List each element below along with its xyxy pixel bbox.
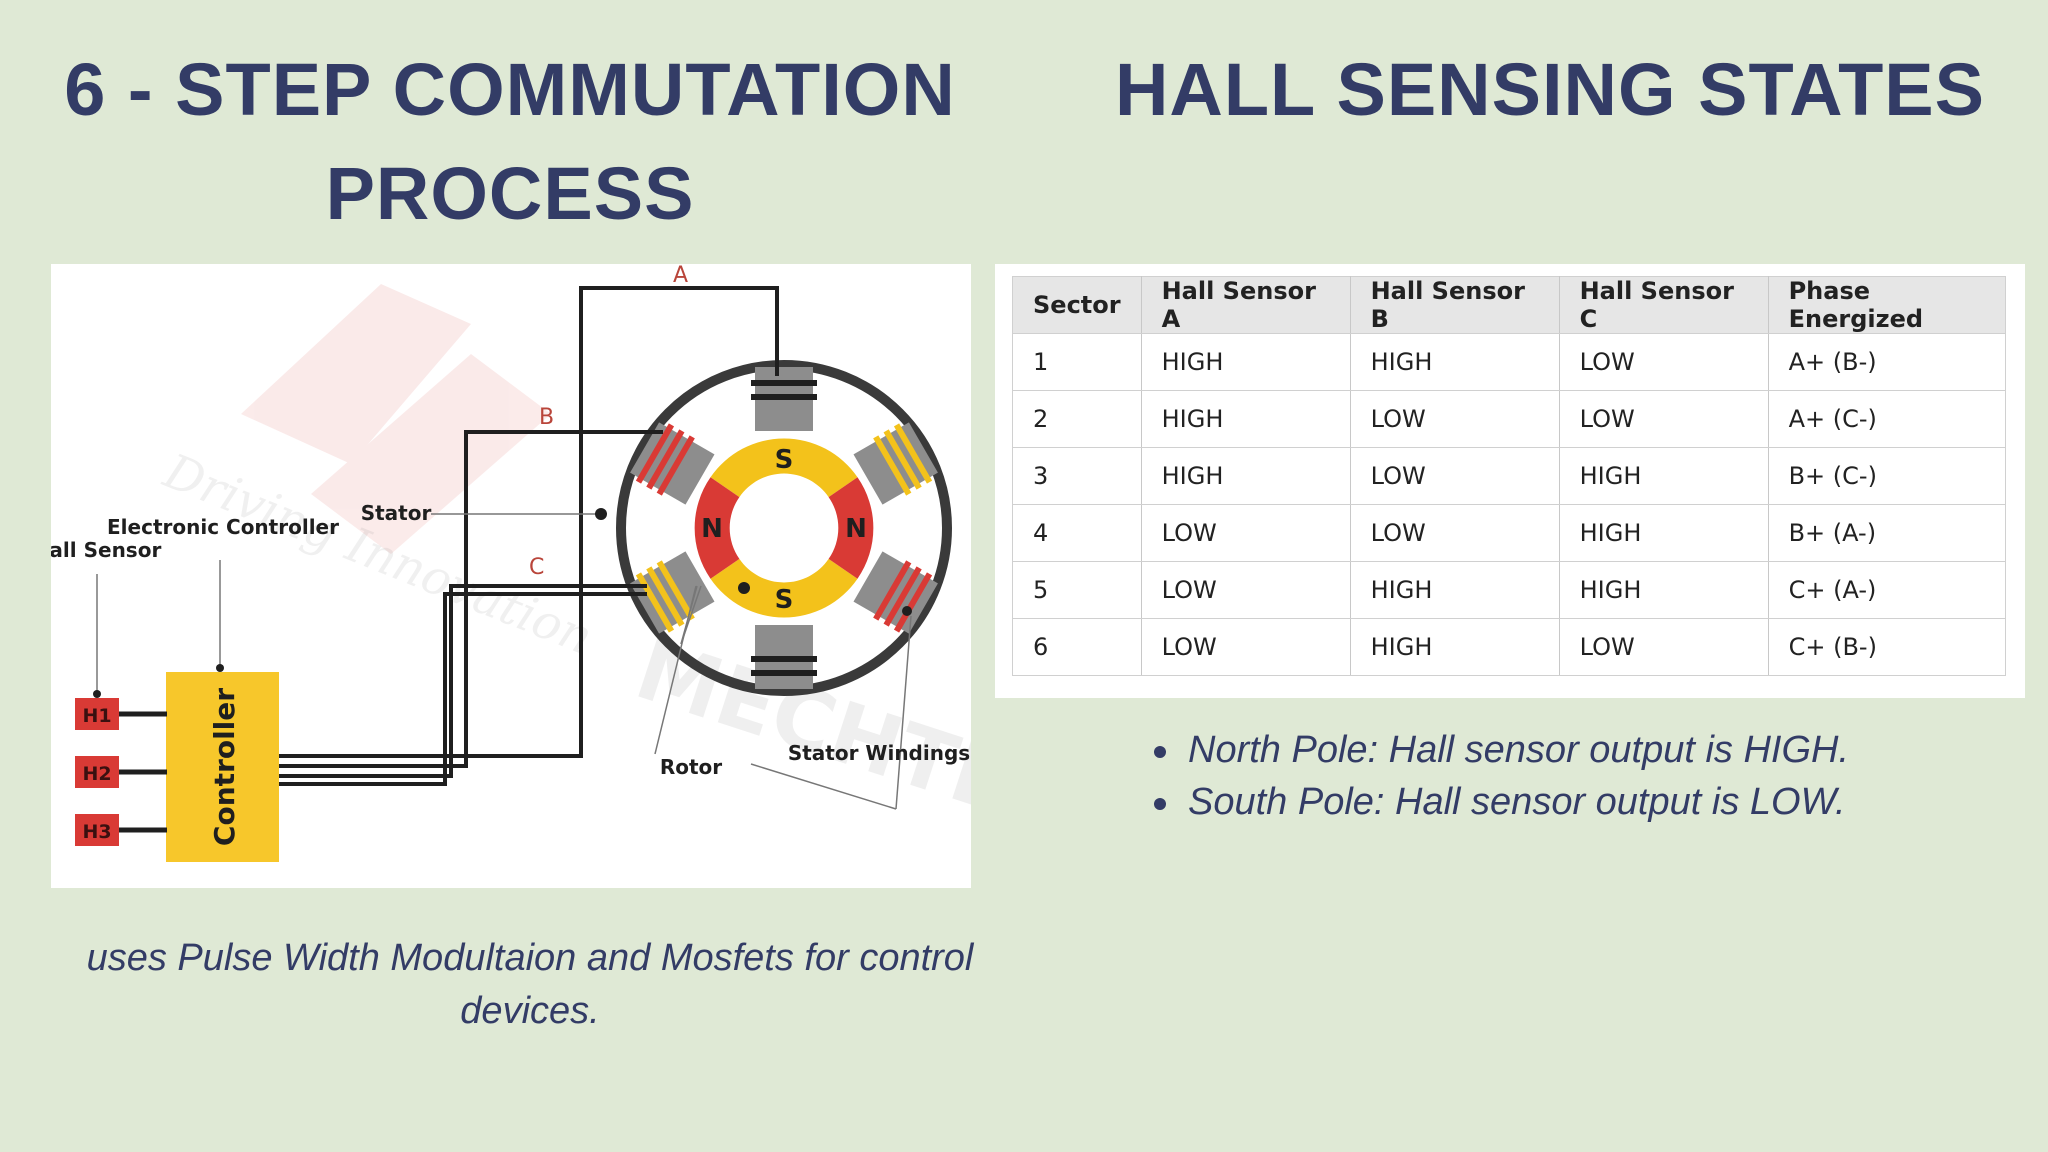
hall-sensor-h1 — [75, 698, 119, 730]
hall-sensor-label: Hall Sensor — [51, 538, 161, 562]
table-row: 6 LOW HIGH LOW C+ (B-) — [1012, 618, 2007, 676]
cell-hall-a: HIGH — [1141, 333, 1351, 391]
table-row: 5 LOW HIGH HIGH C+ (A-) — [1012, 561, 2007, 619]
header-hall-a: Hall Sensor A — [1141, 276, 1351, 334]
cell-sector: 2 — [1012, 390, 1142, 448]
cell-hall-b: LOW — [1350, 390, 1560, 448]
cell-hall-b: LOW — [1350, 504, 1560, 562]
controller-block — [166, 672, 279, 862]
cell-hall-b: HIGH — [1350, 618, 1560, 676]
cell-hall-a: LOW — [1141, 561, 1351, 619]
cell-hall-b: HIGH — [1350, 333, 1560, 391]
controller-label: Controller — [208, 688, 241, 846]
pole-n-right: N — [845, 514, 867, 544]
rotor-south-top — [710, 438, 858, 498]
cell-hall-a: HIGH — [1141, 390, 1351, 448]
cell-hall-a: HIGH — [1141, 447, 1351, 505]
stator-label: Stator — [361, 501, 432, 525]
hall-sensor-h2 — [75, 756, 119, 788]
pwm-caption: uses Pulse Width Modultaion and Mosfets … — [86, 937, 974, 1032]
rotor-dot — [738, 582, 750, 594]
cell-hall-a: LOW — [1141, 618, 1351, 676]
cell-sector: 5 — [1012, 561, 1142, 619]
hall-states-table-panel: Sector Hall Sensor A Hall Sensor B Hall … — [995, 264, 2025, 698]
cell-hall-c: HIGH — [1559, 504, 1769, 562]
cell-hall-b: HIGH — [1350, 561, 1560, 619]
h3-label: H3 — [82, 821, 111, 843]
cell-sector: 3 — [1012, 447, 1142, 505]
rotor-north-left — [694, 477, 740, 579]
phase-wires — [277, 286, 779, 786]
cell-phase: C+ (B-) — [1768, 618, 2007, 676]
rotor-label: Rotor — [660, 755, 722, 779]
stator-windings-label: Stator Windings — [788, 741, 970, 765]
callout-lines — [96, 513, 912, 810]
pole-s-bottom: S — [775, 585, 794, 615]
table-row: 3 HIGH LOW HIGH B+ (C-) — [1012, 447, 2007, 505]
cell-phase: A+ (B-) — [1768, 333, 2007, 391]
cell-sector: 4 — [1012, 504, 1142, 562]
cell-hall-c: LOW — [1559, 390, 1769, 448]
header-hall-b: Hall Sensor B — [1350, 276, 1560, 334]
watermark-logo — [241, 284, 551, 554]
header-sector: Sector — [1012, 276, 1142, 334]
bldc-commutation-diagram: MECHTEX Driving Innovation — [51, 264, 971, 888]
note-north-pole: North Pole: Hall sensor output is HIGH. — [1150, 724, 1849, 776]
winding-dot — [902, 606, 912, 616]
diagram-svg: MECHTEX Driving Innovation — [51, 264, 971, 862]
cell-phase: B+ (A-) — [1768, 504, 2007, 562]
cell-phase: A+ (C-) — [1768, 390, 2007, 448]
phase-c-wire — [277, 584, 647, 778]
cell-hall-c: HIGH — [1559, 447, 1769, 505]
cell-hall-c: HIGH — [1559, 561, 1769, 619]
phase-b-wire — [277, 430, 663, 768]
hall-sensing-title: HALL SENSING STATES — [1114, 48, 1986, 131]
table-row: 4 LOW LOW HIGH B+ (A-) — [1012, 504, 2007, 562]
phase-a-label: A — [673, 264, 688, 288]
stator-windings — [635, 380, 933, 676]
header-phase: Phase Energized — [1768, 276, 2007, 334]
stator-ring — [616, 360, 952, 696]
cell-hall-b: LOW — [1350, 447, 1560, 505]
cell-hall-c: LOW — [1559, 333, 1769, 391]
rotor: S S N N — [694, 438, 874, 618]
note-south-pole: South Pole: Hall sensor output is LOW. — [1150, 776, 1849, 828]
pole-notes-list: North Pole: Hall sensor output is HIGH. … — [1150, 724, 1849, 828]
cell-hall-a: LOW — [1141, 504, 1351, 562]
phase-c-label: C — [529, 555, 544, 580]
hall-sensor-h3 — [75, 814, 119, 846]
hall-states-table: Sector Hall Sensor A Hall Sensor B Hall … — [1012, 276, 2007, 676]
pole-s-top: S — [775, 445, 794, 475]
table-row: 2 HIGH LOW LOW A+ (C-) — [1012, 390, 2007, 448]
h1-label: H1 — [82, 705, 111, 727]
hall-sensors: H1 H2 H3 — [75, 698, 167, 846]
rotor-north-right — [828, 477, 874, 579]
cell-phase: C+ (A-) — [1768, 561, 2007, 619]
table-header-row: Sector Hall Sensor A Hall Sensor B Hall … — [1012, 276, 2007, 334]
commutation-title: 6 - STEP COMMUTATION PROCESS — [64, 48, 956, 235]
cell-phase: B+ (C-) — [1768, 447, 2007, 505]
cell-hall-c: LOW — [1559, 618, 1769, 676]
h2-label: H2 — [82, 763, 111, 785]
stator-dot — [595, 508, 607, 520]
cell-sector: 1 — [1012, 333, 1142, 391]
cell-sector: 6 — [1012, 618, 1142, 676]
phase-b-label: B — [539, 405, 554, 430]
phase-a-wire — [277, 286, 779, 758]
table-row: 1 HIGH HIGH LOW A+ (B-) — [1012, 333, 2007, 391]
rotor-south-bottom — [710, 558, 858, 618]
pole-n-left: N — [701, 514, 723, 544]
electronic-controller-label: Electronic Controller — [107, 515, 339, 539]
header-hall-c: Hall Sensor C — [1559, 276, 1769, 334]
